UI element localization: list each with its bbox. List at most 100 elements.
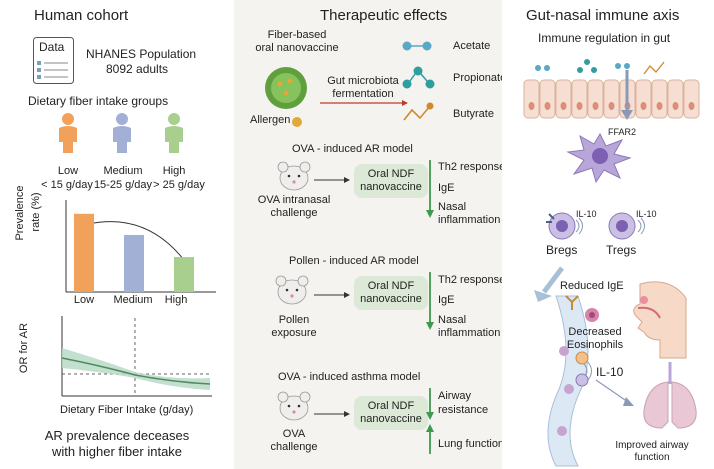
- eosinophil-icon: [585, 308, 599, 322]
- bregs-label: Bregs: [546, 243, 578, 257]
- nhanes-population: NHANES Population: [86, 47, 197, 61]
- fiber-groups-title: Dietary fiber intake groups: [28, 94, 169, 108]
- or-curve: [61, 357, 211, 385]
- therapeutic-effects-title: Therapeutic effects: [320, 7, 448, 24]
- ige-antibody-icon: [565, 295, 579, 310]
- bar-label-medium: Medium: [113, 294, 153, 306]
- bar-label-high: High: [164, 294, 188, 306]
- gut-cell: [523, 79, 540, 119]
- mouse-icon-1: [277, 161, 311, 191]
- gut-cell: [539, 79, 556, 119]
- trend-curve: [87, 221, 185, 261]
- nanovaccine-icon: [265, 67, 307, 127]
- prevalence-bar-chart: [65, 200, 216, 293]
- bar-high: [174, 257, 194, 292]
- fermentation-arrow: [320, 100, 408, 106]
- data-label: Data: [39, 40, 65, 54]
- mouse-icon-2: [275, 275, 309, 305]
- gut-cell: [555, 79, 572, 119]
- model3-outcome-resistance: resistance: [438, 404, 489, 416]
- bar-medium: [124, 234, 144, 292]
- gut-cell-nucleus: [528, 102, 535, 110]
- gut-cell-nucleus: [672, 102, 679, 110]
- gut-cell: [651, 79, 668, 119]
- model1-outcome-nasal: Nasal: [438, 201, 467, 213]
- model3-nanovaccine-box: Oral NDF nanovaccine: [354, 396, 428, 430]
- model2-input-2: exposure: [271, 327, 317, 339]
- therapeutic-effects-panel: Therapeutic effects Fiber-based oral nan…: [234, 0, 506, 469]
- human-cohort-panel: Human cohort Data NHANES Population 8092…: [0, 0, 234, 469]
- model2-outcome-nasal: Nasal: [438, 314, 467, 326]
- allergen-icon: [292, 117, 302, 127]
- model2-outcome-th2: Th2 response: [438, 274, 506, 286]
- mouse-icon-3: [277, 391, 311, 421]
- model1-down-arrow: [426, 160, 434, 218]
- airway-label-2: function: [634, 452, 670, 463]
- model3-input-2: challenge: [270, 441, 318, 453]
- gut-nasal-title: Gut-nasal immune axis: [526, 7, 680, 24]
- person-medium-icon: [113, 113, 131, 153]
- airway-label-1: Improved airway: [615, 440, 689, 451]
- nhanes-count: 8092 adults: [106, 62, 169, 76]
- tregs-label: Tregs: [606, 243, 637, 257]
- human-cohort-title: Human cohort: [34, 7, 129, 24]
- acetate-molecule-icon: [402, 41, 432, 51]
- dendritic-cell-icon: [566, 132, 632, 184]
- prevalence-ylabel-2: rate (%): [30, 192, 42, 232]
- or-ylabel: OR for AR: [18, 322, 30, 374]
- gut-cell: [603, 79, 620, 119]
- conclusion-line1: AR prevalence deceases: [44, 428, 190, 443]
- model1-outcome-ige: IgE: [438, 182, 455, 194]
- fermentation-label-2: fermentation: [332, 88, 394, 100]
- lungs-icon: [643, 362, 697, 429]
- group-medium-range: 15-25 g/day: [93, 179, 153, 191]
- vaccine-label-1: Fiber-based: [267, 29, 327, 41]
- gut-cell: [683, 79, 700, 119]
- group-low-name: Low: [57, 165, 79, 177]
- bar-low: [74, 213, 94, 292]
- propionate-molecule-icon: [402, 66, 435, 89]
- model3-arrow: [314, 411, 350, 417]
- butyrate-molecule-icon: [403, 102, 434, 121]
- gut-cell-nucleus: [656, 102, 663, 110]
- ffar2-label: FFAR2: [608, 127, 637, 137]
- or-xlabel: Dietary Fiber Intake (g/day): [60, 404, 194, 416]
- model1-nanovaccine-box: Oral NDF nanovaccine: [354, 164, 428, 198]
- data-document-icon: [33, 37, 74, 84]
- gut-cell-nucleus: [592, 102, 599, 110]
- scfa-butyrate: Butyrate: [453, 108, 494, 120]
- model2-input-1: Pollen: [278, 314, 310, 326]
- scfa-propionate: Propionate: [453, 72, 507, 84]
- gut-cell-nucleus: [544, 102, 551, 110]
- decreased-label-2: Eosinophils: [566, 339, 624, 351]
- conclusion-line2: with higher fiber intake: [51, 444, 183, 459]
- scfa-molecules-icon: [535, 59, 665, 75]
- gut-cell: [587, 79, 604, 119]
- gut-epithelium: [523, 79, 700, 119]
- group-low-range: < 15 g/day: [41, 179, 93, 191]
- model2-outcome-ige: IgE: [438, 294, 455, 306]
- allergen-label: Allergen: [250, 114, 291, 126]
- gut-cell-nucleus: [608, 102, 615, 110]
- gut-subtitle: Immune regulation in gut: [538, 31, 671, 45]
- vaccine-label-2: oral nanovaccine: [255, 42, 339, 54]
- tregs-cell-icon: [608, 212, 636, 240]
- or-ci-band: [62, 348, 210, 390]
- group-high-range: > 25 g/day: [153, 179, 205, 191]
- nasal-head-icon: [633, 281, 687, 359]
- gut-cell: [571, 79, 588, 119]
- vessel-to-lung-arrow: [595, 379, 634, 406]
- or-curve-chart: [61, 316, 212, 397]
- bregs-il10: IL-10: [576, 209, 597, 219]
- model1-input-1: OVA intranasal: [257, 194, 331, 206]
- gut-to-blood-arrow: [534, 266, 564, 302]
- model2-title: Pollen - induced AR model: [289, 255, 419, 267]
- model1-outcome-th2: Th2 response: [438, 161, 506, 173]
- model2-arrow: [314, 292, 350, 298]
- tregs-il10: IL-10: [636, 209, 657, 219]
- model3-up-arrow: [426, 424, 434, 454]
- model1-input-2: challenge: [270, 207, 318, 219]
- model2-outcome-inflammation: inflammation: [438, 327, 501, 339]
- model2-nanovaccine-box: Oral NDF nanovaccine: [354, 276, 428, 310]
- fermentation-label-1: Gut microbiota: [327, 75, 399, 87]
